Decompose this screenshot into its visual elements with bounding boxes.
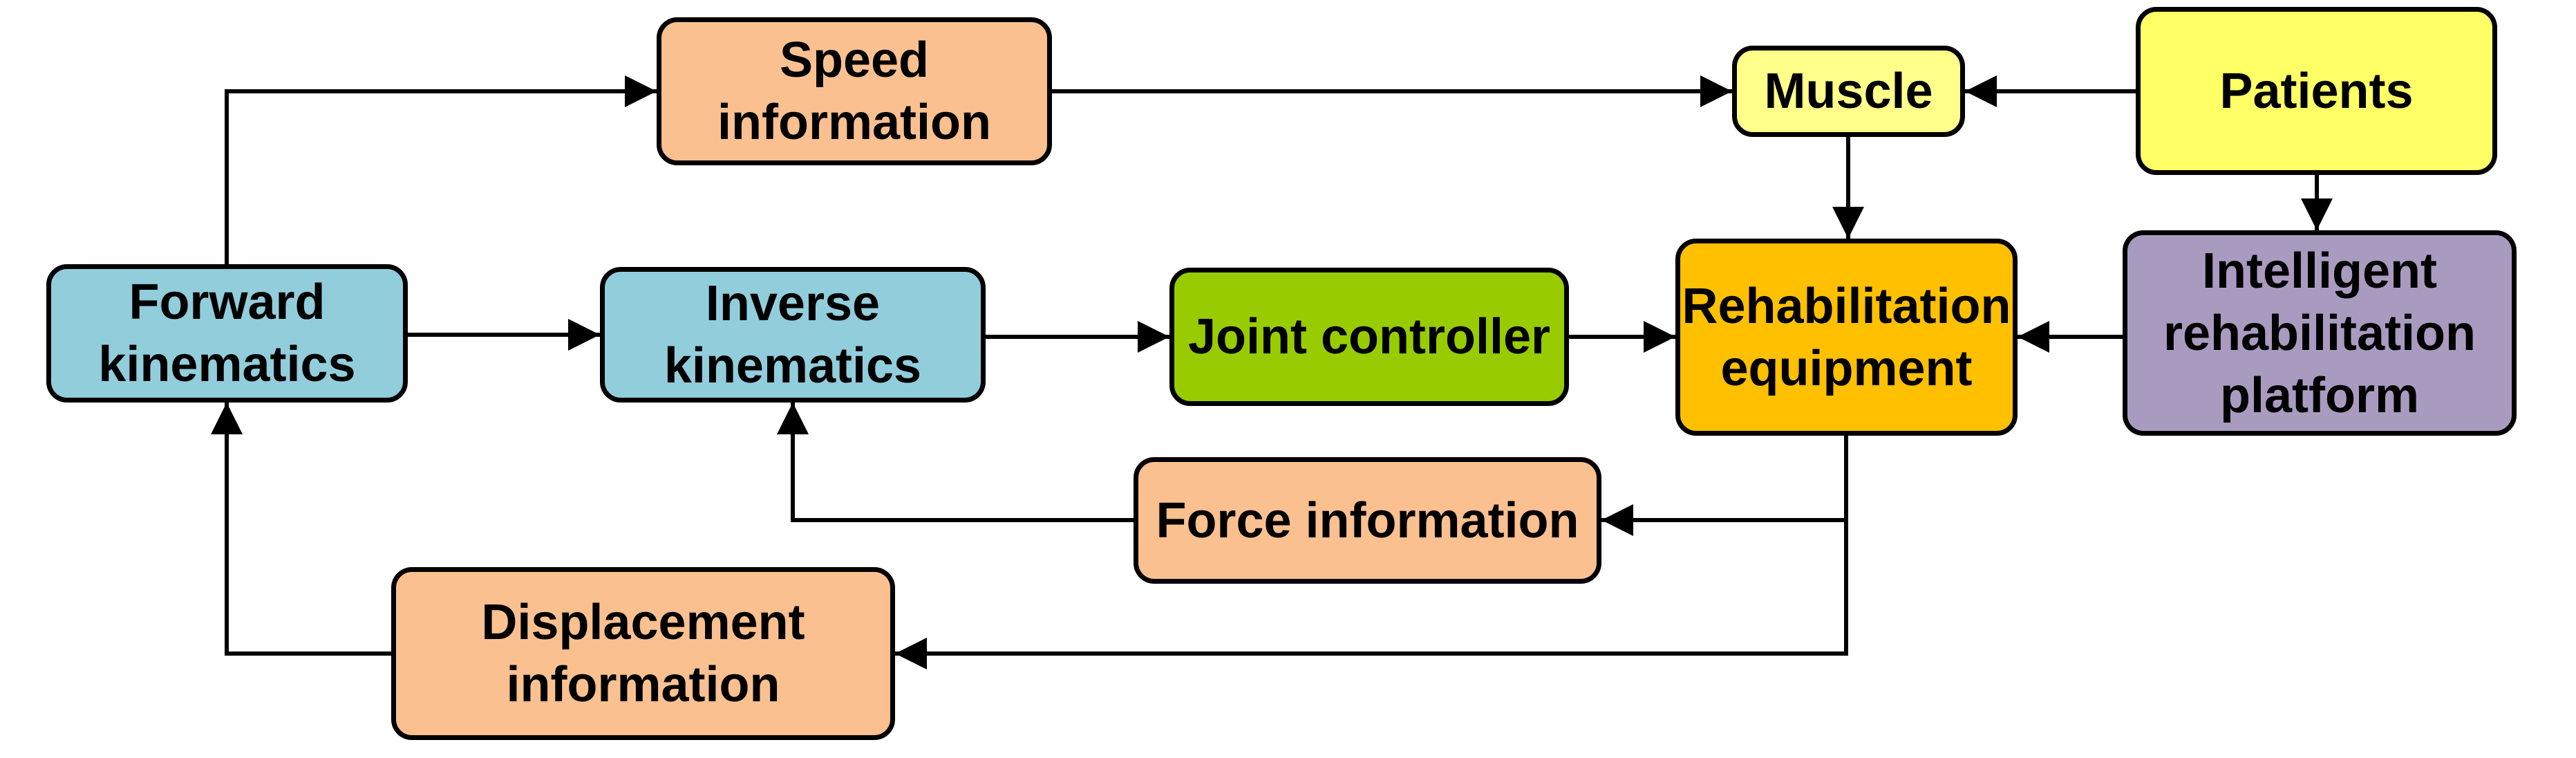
node-label: Displacement information <box>481 595 805 712</box>
node-force-information: Force information <box>1134 457 1601 584</box>
node-label: Forward kinematics <box>98 275 356 392</box>
node-displacement-information: Displacement information <box>391 567 895 740</box>
node-label: Inverse kinematics <box>664 276 922 394</box>
node-label: Force information <box>1156 492 1579 548</box>
arrow-force-information-to-inverse-kinematics <box>777 403 1134 522</box>
node-label: Intelligent rehabilitation platform <box>2163 243 2476 423</box>
node-label: Joint controller <box>1187 309 1551 364</box>
node-patients: Patients <box>2136 7 2497 175</box>
node-muscle: Muscle <box>1732 46 1965 137</box>
node-label: Patients <box>2219 63 2414 119</box>
node-rehabilitation-equipment: Rehabilitation equipment <box>1675 239 2018 436</box>
arrow-displacement-info-to-forward-kinematics <box>211 403 391 656</box>
node-label: Rehabilitation equipment <box>1682 278 2011 396</box>
arrow-rehab-equipment-to-displacement-info <box>895 436 1848 669</box>
node-label: Speed information <box>717 33 991 150</box>
node-joint-controller: Joint controller <box>1169 268 1569 406</box>
node-forward-kinematics: Forward kinematics <box>46 264 408 403</box>
node-speed-information: Speed information <box>657 17 1052 165</box>
arrow-forward-kinematics-to-speed-information <box>225 75 657 264</box>
node-inverse-kinematics: Inverse kinematics <box>600 267 986 403</box>
node-intelligent-rehabilitation-platform: Intelligent rehabilitation platform <box>2123 230 2517 436</box>
node-label: Muscle <box>1764 64 1933 119</box>
